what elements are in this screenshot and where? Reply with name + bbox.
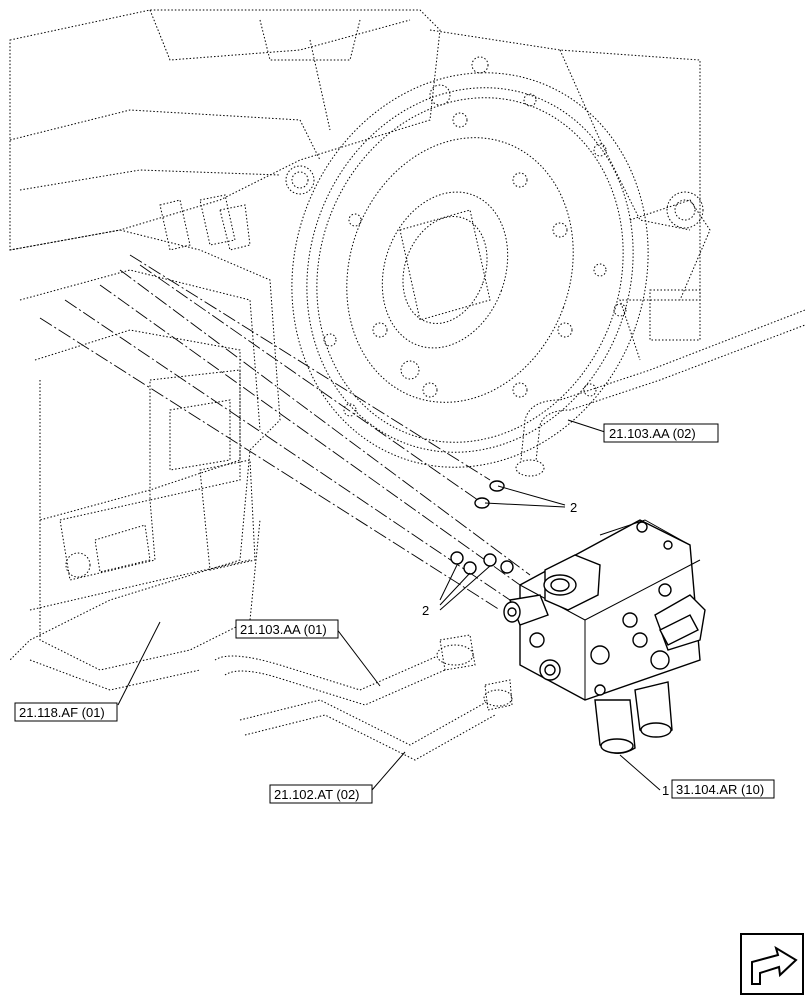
svg-text:21.102.AT (02): 21.102.AT (02)	[274, 787, 360, 802]
control-valve	[503, 519, 706, 754]
o-ring	[450, 551, 464, 565]
hose-ghosts	[214, 309, 806, 761]
o-ring	[500, 560, 514, 574]
leader-lines	[117, 419, 661, 791]
svg-text:21.103.AA (02): 21.103.AA (02)	[609, 426, 696, 441]
callout-21-102-at-02[interactable]: 21.102.AT (02)	[269, 784, 373, 804]
flywheel-ghost	[291, 72, 649, 468]
callout-21-118-af-01[interactable]: 21.118.AF (01)	[14, 702, 118, 722]
next-page-arrow-icon[interactable]	[740, 933, 804, 995]
alignment-lines	[39, 254, 531, 611]
callout-21-103-aa-01[interactable]: 21.103.AA (01)	[235, 619, 339, 639]
svg-text:21.118.AF (01): 21.118.AF (01)	[19, 705, 105, 720]
item-number-valve: 1	[662, 783, 669, 798]
o-ring	[483, 553, 497, 567]
o-rings	[450, 480, 514, 575]
callout-31-104-ar-10[interactable]: 31.104.AR (10)	[671, 779, 775, 799]
o-ring	[463, 561, 477, 575]
transmission-housing-ghost	[9, 9, 711, 691]
item-number-o-ring-upper: 2	[570, 500, 577, 515]
o-ring	[489, 480, 505, 492]
svg-text:31.104.AR (10): 31.104.AR (10)	[676, 782, 764, 797]
svg-text:21.103.AA (01): 21.103.AA (01)	[240, 622, 327, 637]
callout-21-103-aa-02[interactable]: 21.103.AA (02)	[603, 423, 719, 443]
item-number-o-ring-lower: 2	[422, 603, 429, 618]
